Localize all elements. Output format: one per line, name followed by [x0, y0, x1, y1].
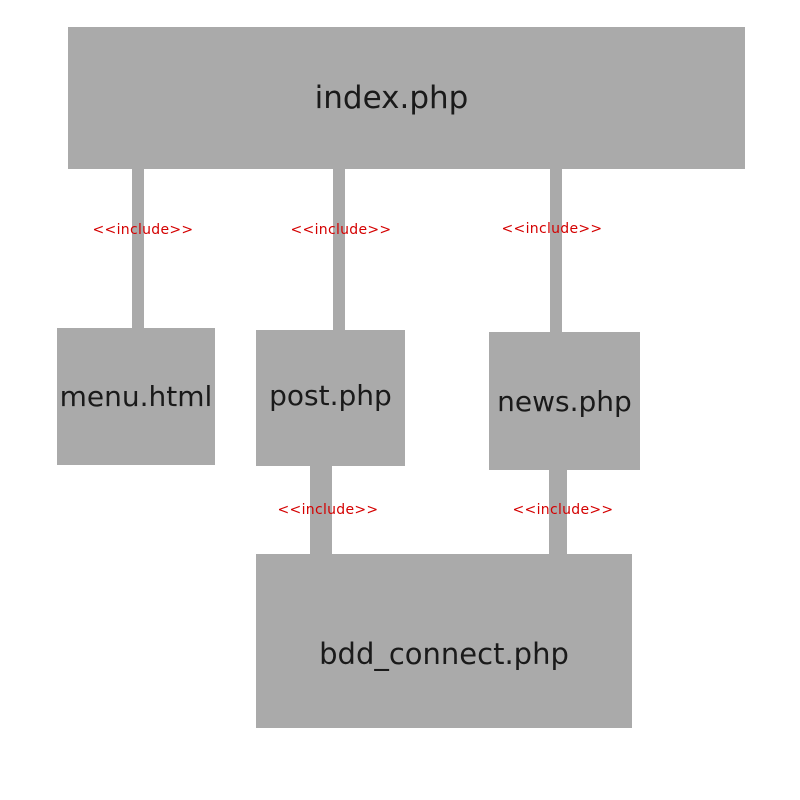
edge-label-index-menu: <<include>>	[92, 222, 194, 238]
node-index-php: index.php	[68, 27, 745, 169]
node-label: news.php	[497, 384, 632, 418]
edge-connector-index-menu	[132, 168, 144, 330]
edge-connector-index-news	[550, 168, 562, 334]
edge-connector-news-bdd	[549, 468, 567, 556]
edge-connector-post-bdd	[310, 464, 332, 556]
node-label: post.php	[269, 378, 392, 412]
node-menu-html: menu.html	[57, 328, 215, 465]
edge-label-news-bdd: <<include>>	[512, 502, 614, 518]
edge-connector-index-post	[333, 168, 345, 332]
node-bdd-connect-php: bdd_connect.php	[256, 554, 632, 728]
edge-label-post-bdd: <<include>>	[277, 502, 379, 518]
node-label: bdd_connect.php	[319, 637, 569, 671]
edge-label-index-post: <<include>>	[290, 222, 392, 238]
node-label: menu.html	[59, 380, 213, 413]
edge-label-index-news: <<include>>	[501, 221, 603, 237]
node-news-php: news.php	[489, 332, 640, 470]
node-label: index.php	[314, 80, 469, 116]
node-post-php: post.php	[256, 330, 405, 466]
